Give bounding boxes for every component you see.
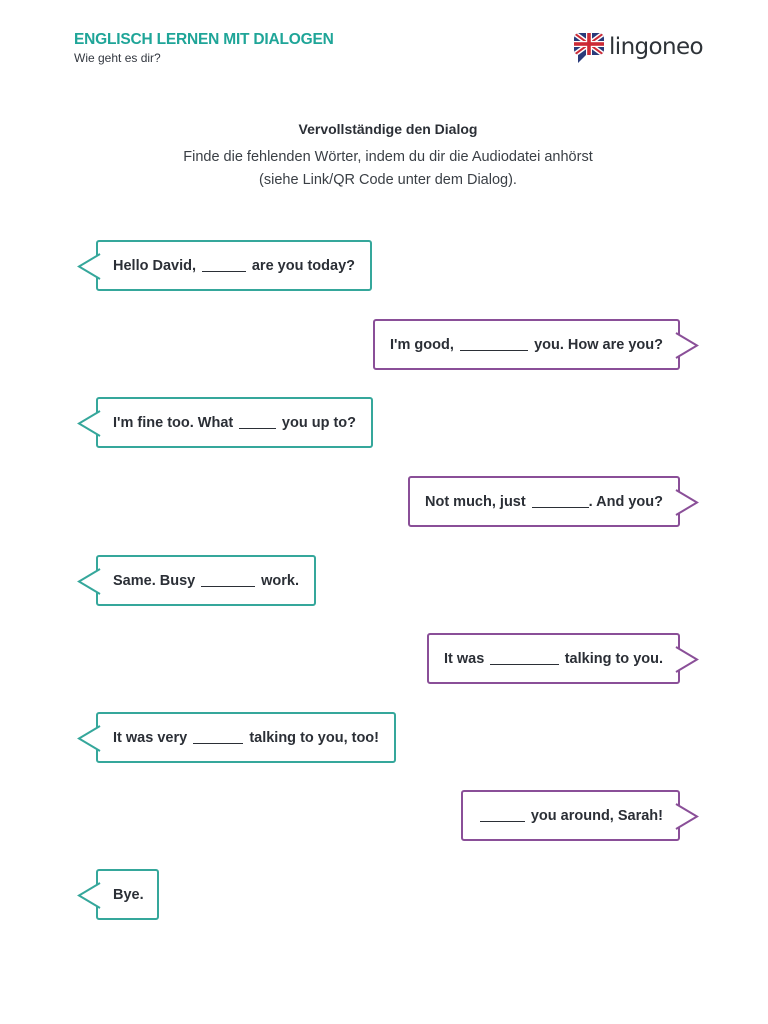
dialog-text-before: Not much, just [425, 493, 526, 510]
instructions-line-1: Finde die fehlenden Wörter, indem du dir… [183, 149, 593, 165]
answer-blank[interactable] [239, 416, 276, 430]
dialog-text-after: you around, Sarah! [530, 807, 663, 824]
instructions-line-2: (siehe Link/QR Code unter dem Dialog). [259, 172, 517, 188]
worksheet-subtitle: Wie geht es dir? [74, 51, 161, 65]
answer-blank[interactable] [193, 731, 244, 745]
dialog-text-before: It was [444, 650, 485, 667]
dialog-text-after: work. [261, 572, 299, 589]
dialog-text-before: I'm fine too. What [113, 414, 234, 431]
dialog-text-after: talking to you, too! [249, 729, 379, 746]
answer-blank[interactable] [490, 652, 559, 666]
dialog-bubble-right: I'm good, you. How are you? [373, 319, 699, 370]
dialog-bubble-left: I'm fine too. What you up to? [77, 397, 373, 448]
answer-blank[interactable] [480, 809, 525, 823]
dialog-bubble-left: Bye. [77, 869, 159, 920]
dialog-text-before: It was very [113, 729, 188, 746]
dialog-bubble-right: Not much, just . And you? [408, 476, 699, 527]
dialog-text-before: Same. Busy [113, 572, 196, 589]
uk-flag-speech-bubble-icon [572, 30, 606, 64]
dialog-text-after: you up to? [281, 414, 356, 431]
dialog-text-before: Bye. [113, 886, 144, 903]
answer-blank[interactable] [202, 259, 246, 273]
answer-blank[interactable] [459, 338, 529, 352]
answer-blank[interactable] [531, 495, 589, 509]
logo-wordmark: lingoneo [609, 33, 704, 60]
dialog-text-before: Hello David, [113, 257, 196, 274]
dialog-text-before: I'm good, [390, 336, 454, 353]
dialog-bubble-right: It was talking to you. [427, 633, 699, 684]
dialog-text-after: . And you? [588, 493, 663, 510]
instructions-heading: Vervollständige den Dialog [298, 121, 478, 137]
worksheet-title: ENGLISCH LERNEN MIT DIALOGEN [74, 31, 334, 48]
dialog-bubble-right: you around, Sarah! [461, 790, 699, 841]
dialog-text-after: you. How are you? [534, 336, 663, 353]
lingoneo-logo: lingoneo [572, 30, 704, 64]
dialog-bubble-left: Same. Busy work. [77, 555, 316, 606]
dialog-bubble-left: It was very talking to you, too! [77, 712, 396, 763]
dialog-text-after: are you today? [251, 257, 355, 274]
dialog-bubble-left: Hello David, are you today? [77, 240, 372, 291]
answer-blank[interactable] [201, 574, 256, 588]
dialog-text-after: talking to you. [564, 650, 663, 667]
